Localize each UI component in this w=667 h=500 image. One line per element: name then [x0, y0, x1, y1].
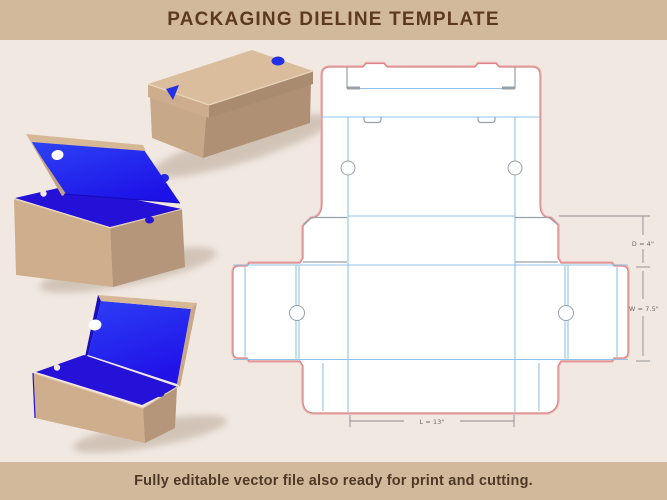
aux-cut-lines: [303, 67, 558, 263]
lid-front-rim: [148, 84, 209, 118]
depth-dim-label: D = 4": [632, 241, 654, 248]
box-front-face: [150, 95, 206, 158]
rim-notch: [40, 190, 47, 197]
lid-hole: [51, 149, 64, 161]
header-band: PACKAGING DIELINE TEMPLATE: [0, 0, 667, 40]
thumb-notch-icon: [271, 56, 285, 66]
thumb-notch-icon: [155, 390, 165, 397]
lid-kraft-top-strip: [26, 134, 146, 151]
thumb-hole: [558, 305, 574, 321]
page-title: PACKAGING DIELINE TEMPLATE: [167, 9, 500, 30]
footer-caption: Fully editable vector file also ready fo…: [134, 473, 533, 489]
open-shoebox-upper-illustration: [13, 134, 217, 293]
body-edge-navy: [32, 372, 36, 419]
thumb-hole: [340, 160, 356, 176]
lid-inner-face: [88, 301, 191, 384]
footer-band: Fully editable vector file also ready fo…: [0, 462, 667, 500]
lock-tab-mark: [477, 117, 496, 124]
lid-hole: [88, 319, 102, 331]
lid-kraft-top-strip: [98, 295, 197, 309]
closed-shoebox-illustration: [147, 50, 333, 178]
lid-kraft-left-strip: [26, 134, 66, 196]
thumb-hole: [507, 160, 523, 176]
thumb-hole: [289, 305, 305, 321]
lid-inner-face: [31, 141, 180, 203]
box-interior: [15, 186, 182, 227]
dieline-drawing: D = 4" W = 7.5" L = 13": [231, 61, 659, 427]
lock-tab-mark: [363, 117, 382, 124]
box-front-face: [33, 373, 145, 443]
thumb-holes: [289, 160, 574, 321]
box-side-face: [110, 209, 185, 287]
lid-side-rim: [209, 71, 313, 118]
lid-hinge-line: [63, 193, 181, 204]
dimensions: [349, 215, 650, 427]
box-front-face: [14, 199, 113, 287]
rim-highlight: [13, 198, 183, 229]
lid-kraft-right-strip: [177, 303, 197, 387]
rim-notch: [53, 364, 61, 371]
rim-highlight: [32, 372, 178, 409]
dust-flap-edge: [515, 216, 558, 225]
box-side-face: [203, 81, 311, 158]
open-shoebox-lower-illustration: [32, 295, 227, 453]
box-interior: [36, 355, 178, 405]
length-dim-label: L = 13": [419, 419, 444, 426]
width-dim-label: W = 7.5": [629, 306, 659, 313]
thumb-notch-icon: [145, 216, 154, 224]
dust-flap-edge: [303, 216, 347, 225]
thumb-notch-icon: [166, 85, 179, 100]
lid-top: [148, 50, 313, 105]
box-side-face: [143, 387, 177, 443]
length-dim-line: [349, 415, 515, 427]
dieline-cut-outline: [232, 62, 629, 414]
